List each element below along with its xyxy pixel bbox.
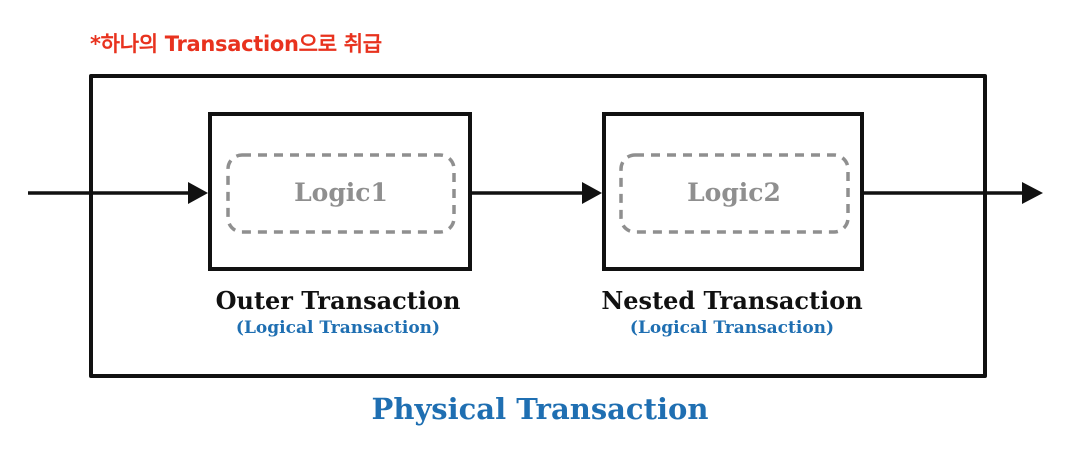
- outer-transaction-title: Outer Transaction: [215, 286, 461, 315]
- entry-arrow-head: [188, 182, 208, 204]
- outer-transaction-subtitle: (Logical Transaction): [235, 318, 441, 338]
- physical-transaction-label: Physical Transaction: [371, 392, 709, 426]
- exit-arrow-head: [1022, 182, 1043, 204]
- logic1-dashed-box: [226, 153, 456, 234]
- physical-transaction-box: [89, 74, 987, 378]
- logic1-label: Logic1: [294, 178, 388, 207]
- logic2-dashed-box: [619, 153, 850, 234]
- nested-transaction-subtitle: (Logical Transaction): [629, 318, 835, 338]
- note-label: *하나의 Transaction으로 취급: [90, 32, 382, 56]
- logic2-label: Logic2: [687, 178, 781, 207]
- nested-transaction-title: Nested Transaction: [601, 286, 863, 315]
- middle-arrow-head: [582, 182, 602, 204]
